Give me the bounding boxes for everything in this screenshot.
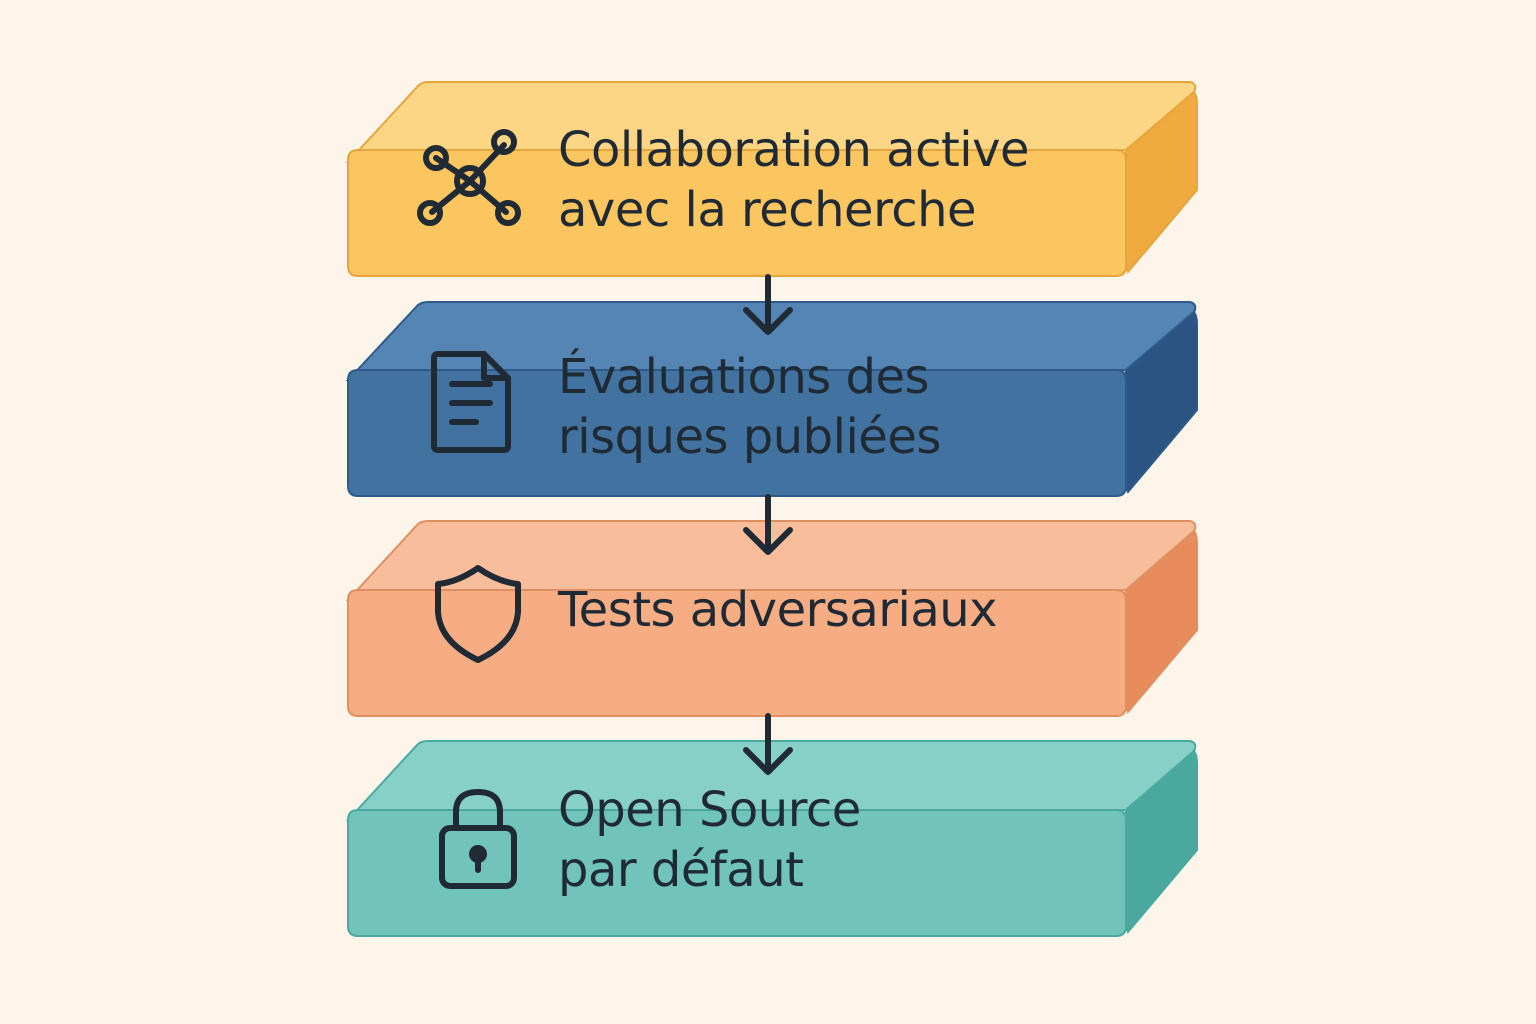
step-label-1: Collaboration active avec la recherche [558,120,1118,240]
step-label-2: Évaluations des risques publiées [558,347,1118,467]
step-block-4-front [347,809,1127,937]
step-block-2 [345,301,1198,497]
document-icon [431,351,511,453]
step-label-4-line-2: par défaut [558,842,804,898]
shield-icon [435,565,521,663]
step-label-1-line-1: Collaboration active [558,122,1030,178]
connector-arrow-3 [743,713,793,775]
step-block-1 [345,81,1198,277]
connector-arrow-2 [743,494,793,555]
step-block-1-top [345,81,1197,164]
step-block-4 [345,740,1198,937]
step-label-3: Tests adversariaux [558,580,1118,640]
step-block-2-front [347,369,1127,497]
connector-arrow-1 [743,274,793,335]
step-label-4-line-1: Open Source [558,782,861,838]
step-label-2-line-1: Évaluations des [558,349,930,405]
step-block-1-front [347,149,1127,277]
step-label-4: Open Source par défaut [558,780,1118,900]
step-label-1-line-2: avec la recherche [558,182,977,238]
step-block-2-top [345,301,1197,382]
step-block-3-top [345,520,1197,602]
step-label-3-line-1: Tests adversariaux [558,582,998,638]
step-block-4-top [345,740,1197,822]
network-icon [417,129,521,226]
lock-icon [439,789,517,889]
step-label-2-line-2: risques publiées [558,409,941,465]
step-block-3-front [347,589,1127,717]
step-block-3 [345,520,1198,717]
